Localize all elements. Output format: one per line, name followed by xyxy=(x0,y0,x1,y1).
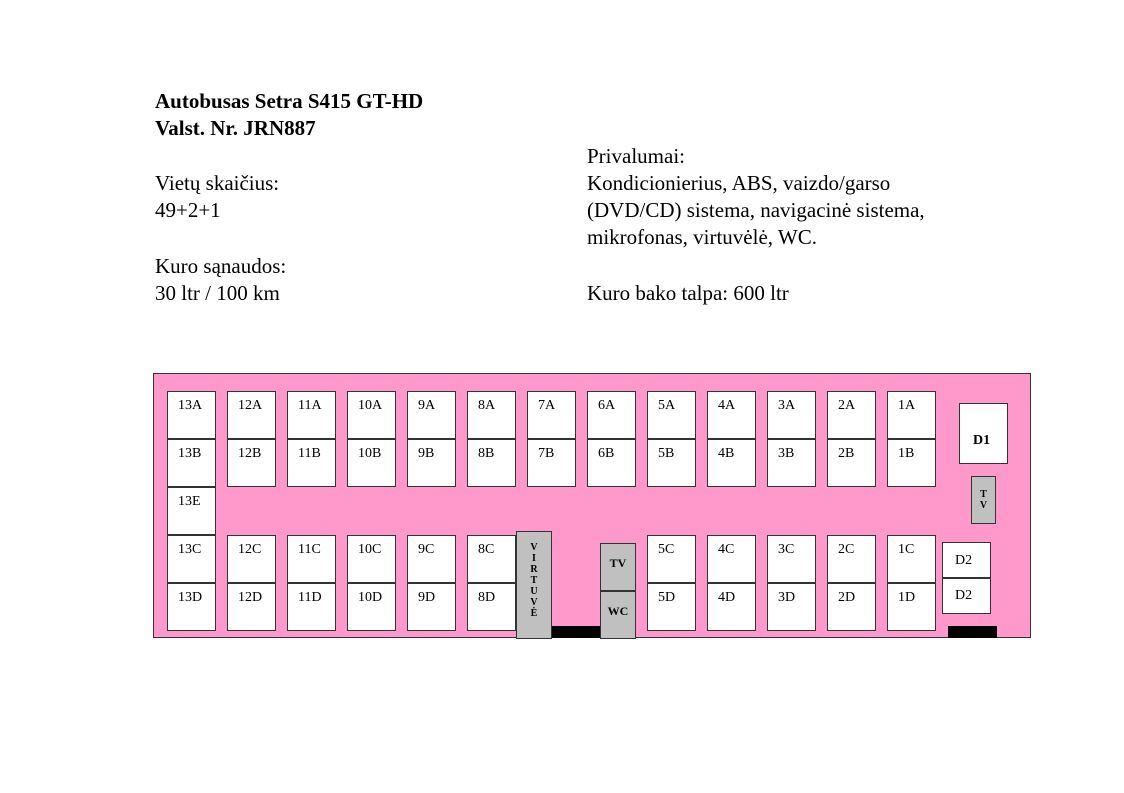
seat-8b[interactable]: 8B xyxy=(467,439,516,487)
seat-4a[interactable]: 4A xyxy=(707,391,756,439)
seat-1c[interactable]: 1C xyxy=(887,535,936,583)
seat-3d[interactable]: 3D xyxy=(767,583,816,631)
seat-9d[interactable]: 9D xyxy=(407,583,456,631)
seat-12a[interactable]: 12A xyxy=(227,391,276,439)
bus-title: Autobusas Setra S415 GT-HD xyxy=(155,89,424,113)
seat-1b[interactable]: 1B xyxy=(887,439,936,487)
kitchen: V I R T U V Ė xyxy=(516,531,552,639)
seat-13c[interactable]: 13C xyxy=(167,535,216,583)
seat-2c[interactable]: 2C xyxy=(827,535,876,583)
seat-10c[interactable]: 10C xyxy=(347,535,396,583)
fuel-value: 30 ltr / 100 km xyxy=(155,281,280,305)
seat-8d[interactable]: 8D xyxy=(467,583,516,631)
seat-4b[interactable]: 4B xyxy=(707,439,756,487)
seat-7a[interactable]: 7A xyxy=(527,391,576,439)
seat-12d[interactable]: 12D xyxy=(227,583,276,631)
seat-3b[interactable]: 3B xyxy=(767,439,816,487)
features-title: Privalumai: xyxy=(587,144,685,168)
seat-9c[interactable]: 9C xyxy=(407,535,456,583)
seat-2a[interactable]: 2A xyxy=(827,391,876,439)
middle-door xyxy=(552,626,600,638)
seat-11d[interactable]: 11D xyxy=(287,583,336,631)
tv-front-label: T V xyxy=(979,489,988,511)
seat-6b[interactable]: 6B xyxy=(587,439,636,487)
fuel-label: Kuro sąnaudos: xyxy=(155,254,287,278)
seat-13e[interactable]: 13E xyxy=(167,487,216,535)
seat-10a[interactable]: 10A xyxy=(347,391,396,439)
seat-13b[interactable]: 13B xyxy=(167,439,216,487)
features-line-1: Kondicionierius, ABS, vaizdo/garso xyxy=(587,171,891,195)
seat-3a[interactable]: 3A xyxy=(767,391,816,439)
seat-2b[interactable]: 2B xyxy=(827,439,876,487)
seat-2d[interactable]: 2D xyxy=(827,583,876,631)
seat-11a[interactable]: 11A xyxy=(287,391,336,439)
kitchen-label: V I R T U V Ė xyxy=(530,542,538,619)
seat-7b[interactable]: 7B xyxy=(527,439,576,487)
seat-13d[interactable]: 13D xyxy=(167,583,216,631)
fuel-tank: Kuro bako talpa: 600 ltr xyxy=(587,281,789,305)
seat-1d[interactable]: 1D xyxy=(887,583,936,631)
driver-seat[interactable]: D1 xyxy=(959,403,1008,464)
seat-12b[interactable]: 12B xyxy=(227,439,276,487)
seat-8a[interactable]: 8A xyxy=(467,391,516,439)
features-line-2: (DVD/CD) sistema, navigacinė sistema, xyxy=(587,198,925,222)
plate-number: Valst. Nr. JRN887 xyxy=(155,116,316,140)
guide-seat-bottom[interactable]: D2 xyxy=(942,578,991,614)
seat-4c[interactable]: 4C xyxy=(707,535,756,583)
seat-10b[interactable]: 10B xyxy=(347,439,396,487)
seat-9a[interactable]: 9A xyxy=(407,391,456,439)
seat-11b[interactable]: 11B xyxy=(287,439,336,487)
wc[interactable]: WC xyxy=(600,591,636,639)
seat-5a[interactable]: 5A xyxy=(647,391,696,439)
seat-11c[interactable]: 11C xyxy=(287,535,336,583)
seat-8c[interactable]: 8C xyxy=(467,535,516,583)
seat-5c[interactable]: 5C xyxy=(647,535,696,583)
tv-front: T V xyxy=(971,476,996,524)
seat-5b[interactable]: 5B xyxy=(647,439,696,487)
front-door xyxy=(948,626,997,638)
seat-3c[interactable]: 3C xyxy=(767,535,816,583)
seats-label: Vietų skaičius: xyxy=(155,171,280,195)
seat-1a[interactable]: 1A xyxy=(887,391,936,439)
seat-9b[interactable]: 9B xyxy=(407,439,456,487)
seat-10d[interactable]: 10D xyxy=(347,583,396,631)
seat-6a[interactable]: 6A xyxy=(587,391,636,439)
seats-value: 49+2+1 xyxy=(155,198,221,222)
tv-middle: TV xyxy=(600,543,636,591)
seat-5d[interactable]: 5D xyxy=(647,583,696,631)
seat-4d[interactable]: 4D xyxy=(707,583,756,631)
seat-13a[interactable]: 13A xyxy=(167,391,216,439)
guide-seat-top[interactable]: D2 xyxy=(942,542,991,578)
features-line-3: mikrofonas, virtuvėlė, WC. xyxy=(587,225,817,249)
seat-12c[interactable]: 12C xyxy=(227,535,276,583)
